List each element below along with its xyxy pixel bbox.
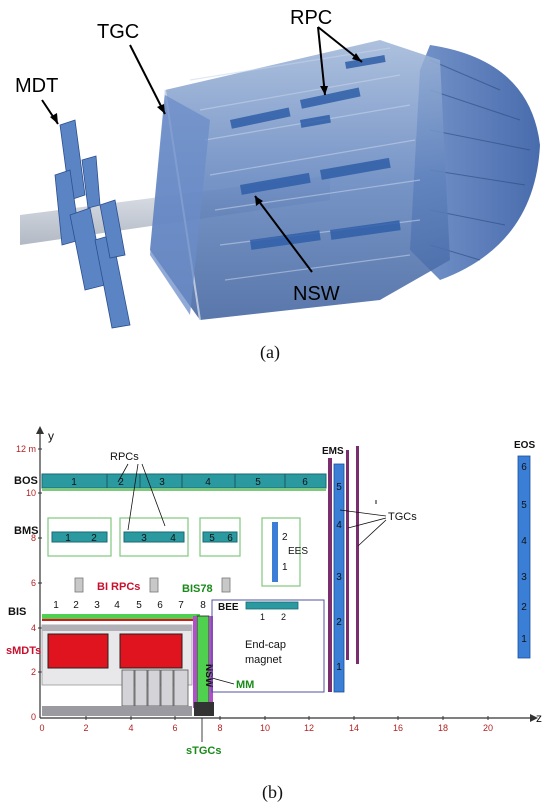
- ems-num: 4: [336, 520, 342, 531]
- mdt-wheel: [54, 119, 131, 329]
- tgc-wheel-near: [150, 95, 210, 315]
- eos-wheel: [517, 455, 531, 659]
- label-magnet-2: magnet: [245, 654, 282, 666]
- x-tick: 12: [304, 723, 314, 733]
- x-tick: 2: [83, 723, 88, 733]
- tgc-bar-1: [328, 458, 332, 692]
- bis-num: 3: [94, 600, 100, 611]
- smdt-block-2: [119, 633, 183, 669]
- bee-chamber: [245, 601, 299, 610]
- x-tick: 10: [260, 723, 270, 733]
- label-rpc: RPC: [290, 7, 332, 29]
- label-stgcs: sTGCs: [186, 745, 221, 757]
- label-bis78: BIS78: [182, 583, 213, 595]
- label-mdt: MDT: [15, 75, 58, 97]
- eos-num: 3: [521, 572, 527, 583]
- bis-num: 7: [178, 600, 184, 611]
- row-label-bos: BOS: [14, 475, 38, 487]
- bos-num: 4: [205, 477, 211, 488]
- ems-wheel: [333, 463, 345, 693]
- eos-num: 1: [521, 634, 527, 645]
- row-label-bms: BMS: [14, 525, 38, 537]
- y-tick: 4: [31, 623, 36, 633]
- ems-num: 1: [336, 662, 342, 673]
- label-bee: BEE: [218, 602, 239, 613]
- bis-num: 6: [157, 600, 163, 611]
- row-label-bis: BIS: [8, 606, 26, 618]
- x-tick: 14: [349, 723, 359, 733]
- x-tick: 16: [393, 723, 403, 733]
- bos-num: 5: [255, 477, 261, 488]
- bms-num: 1: [65, 533, 71, 544]
- x-tick: 6: [172, 723, 177, 733]
- bis-num: 4: [114, 600, 120, 611]
- label-mm: MM: [236, 679, 254, 691]
- tgc-bar-3: [356, 446, 359, 664]
- bms-num: 5: [209, 533, 215, 544]
- bis-rpc-bar: [42, 614, 200, 619]
- ems-num: 5: [336, 482, 342, 493]
- layout-diagram: y z 12 m 10 8 6 4 2 0 0 2 4 6 8 10 12 14…: [6, 426, 542, 757]
- nsw-body: [196, 615, 210, 709]
- ems-num: 3: [336, 572, 342, 583]
- bos-chambers: 1 2 3 4 5 6: [41, 473, 327, 491]
- y-tick: 0: [31, 712, 36, 722]
- y-tick: 10: [26, 488, 36, 498]
- label-magnet-1: End-cap: [245, 639, 286, 651]
- panel-a-detector-view: MDT TGC RPC NSW (a): [0, 0, 550, 380]
- y-tick: 6: [31, 578, 36, 588]
- ees-chamber: [272, 522, 278, 582]
- label-smdts: sMDTs: [6, 645, 41, 657]
- bms-num: 2: [91, 533, 97, 544]
- panel-b-layout-schematic: y z 12 m 10 8 6 4 2 0 0 2 4 6 8 10 12 14…: [0, 420, 550, 812]
- eos-num: 5: [521, 500, 527, 511]
- bms-num: 6: [227, 533, 233, 544]
- label-rpcs: RPCs: [110, 451, 139, 463]
- z-axis-label: z: [536, 711, 542, 725]
- label-ees: EES: [288, 546, 308, 557]
- eos-num: 6: [521, 462, 527, 473]
- caption-a: (a): [260, 342, 280, 362]
- bms-num: 3: [141, 533, 147, 544]
- x-tick: 20: [483, 723, 493, 733]
- label-eos: EOS: [514, 440, 535, 451]
- bos-num: 1: [71, 477, 77, 488]
- bms-num: 4: [170, 533, 176, 544]
- label-tgc: TGC: [97, 21, 139, 43]
- label-ems: EMS: [322, 446, 344, 457]
- bis-num: 2: [73, 600, 79, 611]
- x-tick: 0: [39, 723, 44, 733]
- eos-num: 2: [521, 602, 527, 613]
- bms-chambers: [47, 517, 301, 587]
- label-bi-rpcs: BI RPCs: [97, 581, 140, 593]
- detector-3d-illustration: MDT TGC RPC NSW: [15, 7, 540, 329]
- y-tick: 8: [31, 533, 36, 543]
- bee-num: 1: [260, 612, 265, 622]
- bis-num: 5: [136, 600, 142, 611]
- eos-num: 4: [521, 536, 527, 547]
- x-tick: 4: [128, 723, 133, 733]
- ees-num: 2: [282, 532, 288, 543]
- x-tick: 18: [438, 723, 448, 733]
- bos-num: 3: [159, 477, 165, 488]
- y-axis-label: y: [48, 429, 54, 443]
- bos-num: 6: [302, 477, 308, 488]
- label-nsw-b: NSW: [203, 664, 214, 688]
- ems-num: 2: [336, 617, 342, 628]
- label-nsw: NSW: [293, 283, 340, 305]
- bos-num: 2: [118, 477, 124, 488]
- bee-num: 2: [281, 612, 286, 622]
- label-tgcs: TGCs: [388, 511, 417, 523]
- y-tick: 2: [31, 667, 36, 677]
- tgc-bar-2: [346, 450, 349, 660]
- endcap-magnet: [211, 599, 325, 693]
- ees-num: 1: [282, 562, 288, 573]
- bis-num: 8: [200, 600, 206, 611]
- x-tick: 8: [217, 723, 222, 733]
- smdt-block-1: [47, 633, 109, 669]
- y-tick: 12 m: [16, 444, 36, 454]
- bis-num: 1: [53, 600, 59, 611]
- caption-b: (b): [262, 782, 283, 802]
